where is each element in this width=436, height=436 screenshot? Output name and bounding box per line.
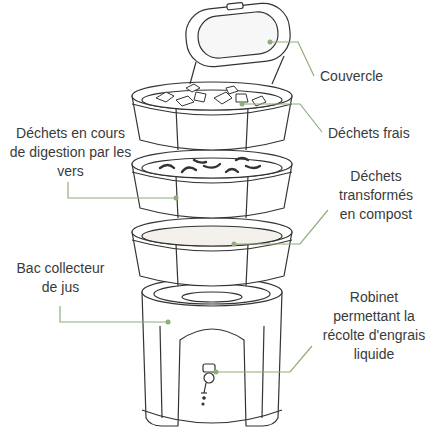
fresh-tray [132, 82, 292, 150]
callout-label: Bac collecteur de jus [8, 259, 113, 297]
digestion-tray [132, 150, 292, 218]
leader-dots [166, 40, 273, 375]
callout-label: Déchets transformés en compost [332, 167, 420, 224]
callout-label: Couvercle [320, 67, 430, 86]
callout-label: Robinet permettant la récolte d'engrais … [316, 288, 432, 364]
callout-label: Déchets en cours de digestion par les ve… [8, 124, 133, 181]
callout-label: Déchets frais [328, 124, 432, 143]
compost-tray [132, 218, 292, 286]
stand [142, 278, 282, 426]
leader-lines [60, 42, 328, 372]
